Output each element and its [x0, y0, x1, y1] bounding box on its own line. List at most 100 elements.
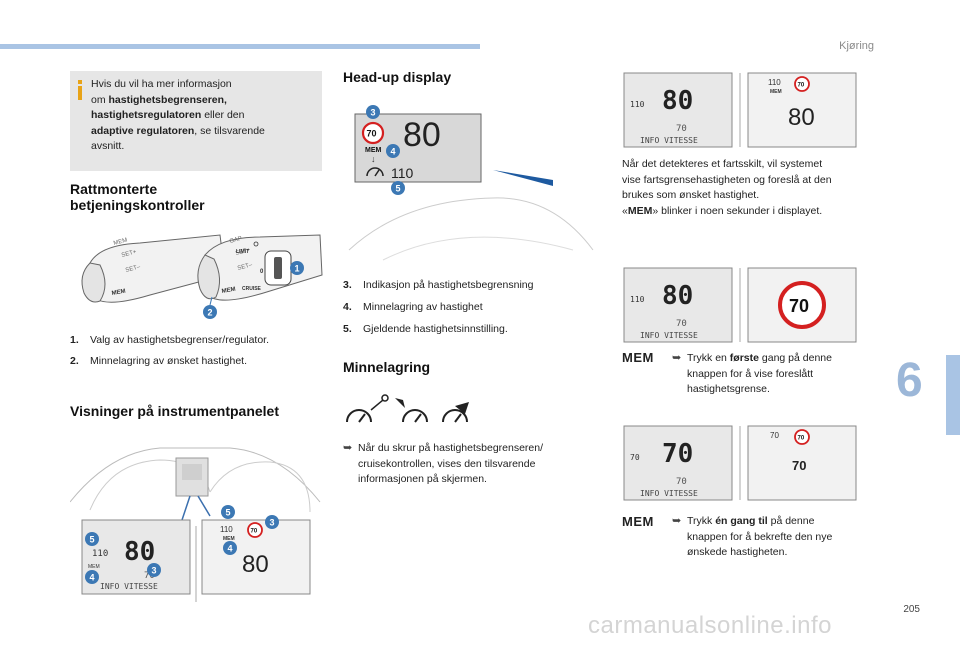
hud-heading: Head-up display: [343, 69, 452, 85]
svg-text:70: 70: [630, 453, 640, 462]
svg-text:MEM: MEM: [88, 564, 100, 570]
header-accent-bar: [0, 44, 480, 49]
svg-text:70: 70: [662, 439, 693, 469]
svg-text:110: 110: [220, 525, 233, 534]
display-pair-1: 80 110 70 INFO VITESSE 110 MEM 70 80: [623, 72, 857, 148]
svg-text:70: 70: [367, 129, 377, 139]
svg-text:0: 0: [260, 269, 264, 275]
svg-text:110: 110: [92, 549, 108, 559]
svg-text:70: 70: [676, 319, 687, 329]
memory-heading: Minnelagring: [343, 359, 431, 375]
callout-3: 3: [366, 105, 380, 119]
svg-text:70: 70: [144, 571, 155, 581]
svg-text:INFO VITESSE: INFO VITESSE: [100, 582, 158, 591]
svg-text:4: 4: [391, 147, 396, 157]
svg-text:2: 2: [208, 308, 213, 318]
info-line: adaptive regulatoren, se tilsvarende: [91, 124, 265, 137]
svg-text:4: 4: [228, 544, 233, 554]
svg-text:GAP: GAP: [229, 236, 243, 245]
hud-list: 3.Indikasjon på hastighetsbegrensning 4.…: [343, 278, 603, 336]
bullet-icon: ➥: [672, 352, 682, 364]
svg-text:70: 70: [676, 477, 687, 487]
section-label: Kjøring: [839, 40, 874, 52]
list-item: 5.Gjeldende hastighetsinnstilling.: [343, 323, 508, 335]
svg-text:5: 5: [226, 508, 231, 518]
callout-4: 4: [386, 144, 400, 158]
cruise-icon: [395, 398, 428, 423]
instrument-panel-heading: Visninger på instrumentpanelet: [70, 403, 280, 419]
svg-text:INFO VITESSE: INFO VITESSE: [640, 331, 698, 340]
svg-text:LIMIT: LIMIT: [236, 249, 249, 255]
mem-button-1: MEM: [622, 350, 654, 365]
svg-text:80: 80: [788, 104, 815, 131]
svg-text:70: 70: [770, 431, 779, 440]
svg-text:5: 5: [396, 184, 401, 194]
svg-text:MEM: MEM: [223, 536, 235, 542]
svg-text:MEM: MEM: [221, 287, 236, 295]
list-item: 3.Indikasjon på hastighetsbegrensning: [343, 279, 534, 291]
bullet-icon: ➥: [343, 442, 353, 454]
svg-text:↓: ↓: [371, 154, 376, 164]
svg-text:110: 110: [391, 165, 414, 181]
svg-text:80: 80: [124, 537, 155, 567]
chapter-tab: [946, 355, 960, 435]
memory-bullet: ➥Når du skrur på hastighetsbegrenseren/ …: [343, 442, 544, 485]
callout-1: [290, 261, 304, 275]
step-2: ➥Trykk én gang til på denne knappen for …: [672, 515, 833, 558]
svg-text:80: 80: [662, 281, 693, 311]
display-pair-3: 70 70 70 INFO VITESSE 70 70 70: [623, 425, 857, 501]
callout-5b: 5: [221, 505, 235, 519]
svg-text:3: 3: [270, 518, 275, 528]
svg-text:70: 70: [792, 458, 806, 473]
svg-text:80: 80: [242, 551, 269, 578]
info-line: avsnitt.: [91, 140, 125, 152]
callout-5: 5: [85, 532, 99, 546]
instrument-panel-illustration: 80 110 MEM 70 INFO VITESSE 110 MEM 70 80…: [70, 447, 321, 602]
list-item: 2.Minnelagring av ønsket hastighet.: [70, 355, 248, 367]
svg-text:1: 1: [295, 264, 300, 274]
list-item: 1.Valg av hastighetsbegrenser/regulator.: [70, 334, 270, 346]
callout-4b: 4: [223, 541, 237, 555]
watermark: carmanualsonline.info: [588, 612, 832, 639]
svg-text:SET–: SET–: [237, 262, 254, 272]
list-item: 4.Minnelagring av hastighet: [343, 301, 483, 313]
steering-controls-heading: Rattmonterte betjeningskontroller: [70, 181, 205, 213]
display-pair-2: 80 110 70 INFO VITESSE 70: [623, 267, 857, 343]
svg-text:CRUISE: CRUISE: [242, 286, 262, 292]
svg-text:INFO VITESSE: INFO VITESSE: [640, 136, 698, 145]
speed-gauge-icon: [366, 167, 384, 177]
svg-text:3: 3: [152, 566, 157, 576]
limiter-icon: [346, 394, 389, 423]
callout-3b: 3: [265, 515, 279, 529]
info-line: om hastighetsbegrenseren,: [91, 93, 227, 106]
svg-text:70: 70: [251, 529, 258, 535]
step-1: ➥Trykk en første gang på denne knappen f…: [672, 352, 832, 395]
callout-5: 5: [391, 181, 405, 195]
hud-illustration: 70 80 MEM ↓ 110 3 4 5: [348, 105, 594, 261]
adaptive-cruise-icon: [442, 402, 469, 423]
info-line: hastighetsregulatoren eller den: [91, 109, 245, 121]
svg-text:5: 5: [90, 535, 95, 545]
svg-text:70: 70: [798, 436, 805, 442]
svg-text:110: 110: [630, 100, 645, 109]
detection-paragraph: Når det detekteres et fartsskilt, vil sy…: [622, 158, 832, 217]
info-text: Hvis du vil ha mer informasjon om hastig…: [91, 77, 317, 155]
svg-text:70: 70: [789, 296, 809, 316]
info-line: Hvis du vil ha mer informasjon: [91, 78, 232, 90]
svg-text:SET–: SET–: [125, 264, 142, 274]
svg-text:80: 80: [403, 116, 441, 154]
callout-3: 3: [147, 563, 161, 577]
svg-text:MEM: MEM: [770, 89, 782, 95]
svg-text:70: 70: [798, 83, 805, 89]
svg-text:MEM: MEM: [365, 147, 382, 154]
info-box: Hvis du vil ha mer informasjon om hastig…: [70, 71, 322, 171]
bullet-icon: ➥: [672, 515, 682, 527]
mem-button-2: MEM: [622, 514, 654, 529]
chapter-number: 6: [896, 354, 923, 407]
steering-stalk-illustration: MEM SET+ SET– MEM GAP SET+ SET– MEM LIMI…: [81, 234, 323, 319]
svg-text:110: 110: [768, 78, 781, 87]
svg-text:80: 80: [662, 86, 693, 116]
memory-icons: [346, 394, 469, 423]
svg-text:110: 110: [630, 295, 645, 304]
callout-2: [203, 305, 217, 319]
